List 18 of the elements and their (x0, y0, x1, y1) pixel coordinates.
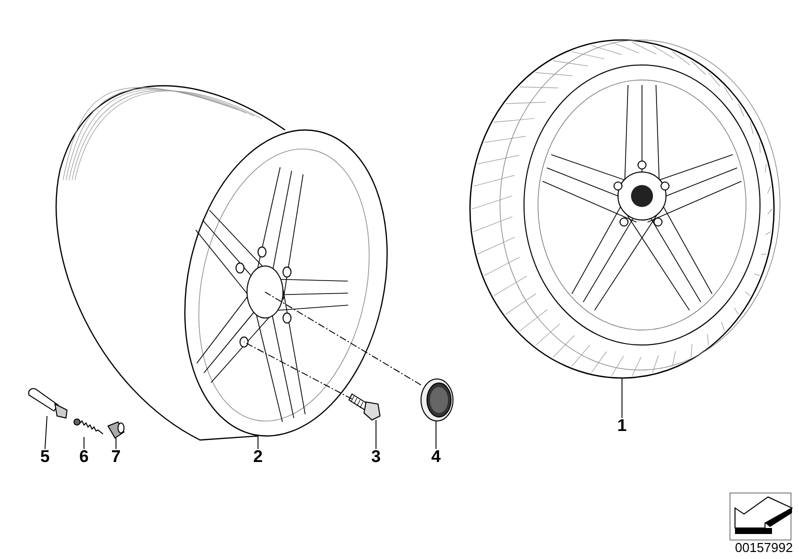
callout-number: 1 (615, 417, 629, 435)
drawing-number: 00157992 (735, 541, 793, 555)
callout-number: 7 (109, 448, 123, 466)
hub-cap-drawing (420, 378, 454, 422)
wheel-with-tire-drawing (469, 39, 780, 379)
rim-drawing (56, 86, 388, 441)
valve-cap-drawing (107, 421, 125, 439)
callout-number: 3 (369, 448, 383, 466)
callout-number: 4 (429, 448, 443, 466)
callout-number: 5 (38, 448, 52, 466)
assembly-line (244, 342, 352, 400)
wheel-bolt-drawing (348, 393, 381, 421)
leader-line (44, 416, 48, 450)
valve-core-drawing (74, 418, 104, 434)
callout-number: 2 (251, 448, 265, 466)
callout-number: 6 (77, 448, 91, 466)
valve-drawing (28, 388, 68, 419)
assembly-line (264, 292, 422, 386)
